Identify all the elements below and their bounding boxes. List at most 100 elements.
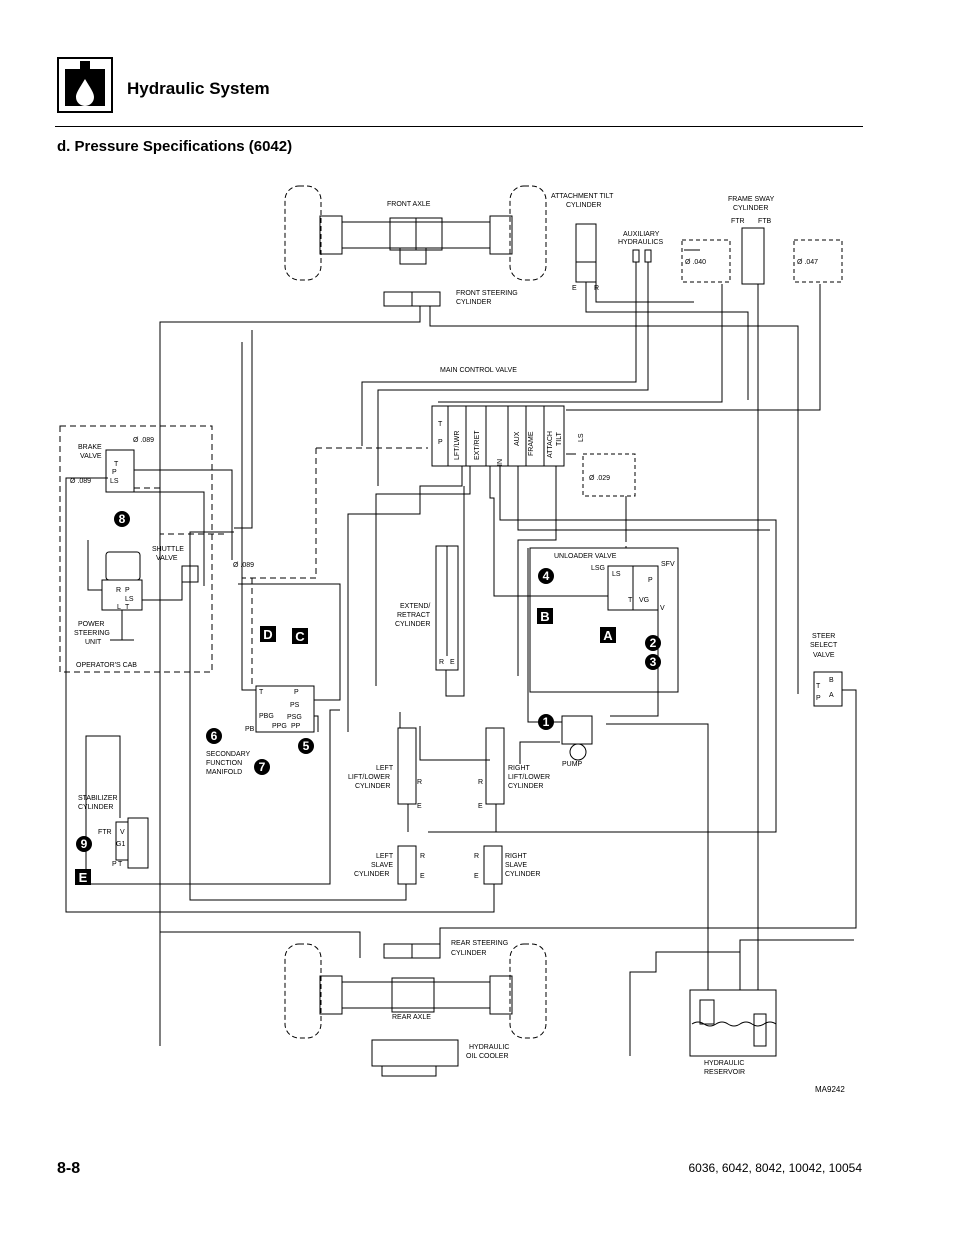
label-ss-b: B bbox=[829, 677, 834, 684]
label-uv-ls: LS bbox=[612, 571, 621, 578]
steering-wheel-column bbox=[105, 551, 141, 581]
label-mcv-in: IN bbox=[497, 459, 504, 466]
label-attachment-tilt-1: ATTACHMENT TILT bbox=[551, 193, 614, 200]
model-numbers: 6036, 6042, 8042, 10042, 10054 bbox=[688, 1161, 863, 1175]
label-ftb: FTB bbox=[758, 218, 772, 225]
label-ext-r: R bbox=[439, 659, 444, 666]
header-rule bbox=[55, 126, 863, 127]
label-orifice-089-c: Ø .089 bbox=[233, 562, 254, 569]
label-lsg: LSG bbox=[591, 565, 605, 572]
label-extend-3: CYLINDER bbox=[395, 621, 430, 628]
label-sfm-pbg: PBG bbox=[259, 713, 274, 720]
svg-text:B: B bbox=[540, 609, 549, 624]
rear-left-tire bbox=[284, 943, 322, 1039]
label-orifice-089-a: Ø .089 bbox=[133, 437, 154, 444]
label-stabilizer-2: CYLINDER bbox=[78, 804, 113, 811]
callout-4: 4 bbox=[538, 568, 554, 584]
label-frame-sway-2: CYLINDER bbox=[733, 205, 768, 212]
label-power-steering-2: STEERING bbox=[74, 630, 110, 637]
front-left-hub bbox=[319, 215, 343, 255]
label-power-steering-3: UNIT bbox=[85, 639, 102, 646]
label-auxiliary-2: HYDRAULICS bbox=[618, 239, 663, 246]
label-steer-select-1: STEER bbox=[812, 633, 835, 640]
label-bv-p: P bbox=[112, 469, 117, 476]
label-mcv-tilt: TILT bbox=[556, 431, 563, 446]
label-stab-p: P bbox=[112, 861, 117, 868]
label-sfm-t: T bbox=[259, 689, 264, 696]
unloader-valve-box bbox=[529, 547, 679, 693]
front-left-tire bbox=[284, 185, 322, 281]
svg-text:8: 8 bbox=[119, 512, 126, 526]
label-sfm-pb: PB bbox=[245, 726, 255, 733]
svg-text:2: 2 bbox=[650, 636, 657, 650]
frame-sway-lock-right bbox=[793, 239, 843, 283]
main-control-valve bbox=[431, 405, 565, 467]
rear-differential bbox=[391, 977, 435, 1013]
hydraulic-reservoir bbox=[689, 989, 777, 1057]
callout-2: 2 bbox=[645, 635, 661, 651]
aux-coupler-1 bbox=[632, 249, 640, 263]
operators-cab-boundary bbox=[59, 425, 213, 673]
label-slave-e-right: E bbox=[474, 873, 479, 880]
hydraulic-oil-cooler bbox=[371, 1039, 459, 1067]
label-lift-e-left: E bbox=[417, 803, 422, 810]
label-psu-p: P bbox=[125, 587, 130, 594]
brake-valve bbox=[105, 449, 135, 493]
callout-5: 5 bbox=[298, 738, 314, 754]
label-ss-p: P bbox=[816, 695, 821, 702]
label-left-slave-2: SLAVE bbox=[371, 862, 393, 869]
label-front-axle: FRONT AXLE bbox=[387, 201, 431, 208]
aux-coupler-2 bbox=[644, 249, 652, 263]
callout-7: 7 bbox=[254, 759, 270, 775]
label-sfm-ps: PS bbox=[290, 702, 300, 709]
label-slave-r-left: R bbox=[420, 853, 425, 860]
svg-text:5: 5 bbox=[303, 739, 310, 753]
label-left-lift-3: CYLINDER bbox=[355, 783, 390, 790]
label-main-control-valve: MAIN CONTROL VALVE bbox=[440, 367, 517, 374]
label-right-slave-2: SLAVE bbox=[505, 862, 527, 869]
callout-1: 1 bbox=[538, 714, 554, 730]
section-title: Hydraulic System bbox=[127, 79, 270, 98]
label-right-slave-1: RIGHT bbox=[505, 853, 528, 860]
label-stab-v: V bbox=[120, 829, 125, 836]
label-mcv-t: T bbox=[438, 421, 443, 428]
label-cooler-1: HYDRAULIC bbox=[469, 1044, 509, 1051]
label-rear-axle: REAR AXLE bbox=[392, 1014, 431, 1021]
label-psu-ls: LS bbox=[125, 596, 134, 603]
label-cooler-2: OIL COOLER bbox=[466, 1053, 509, 1060]
frame-sway-lock-left bbox=[681, 239, 731, 283]
label-sfm-pp: PP bbox=[291, 723, 301, 730]
label-uv-t: T bbox=[628, 597, 633, 604]
svg-text:7: 7 bbox=[259, 760, 266, 774]
label-rear-steering-2: CYLINDER bbox=[451, 950, 486, 957]
label-secondary-1: SECONDARY bbox=[206, 751, 251, 758]
left-slave-cylinder bbox=[397, 845, 417, 885]
frame-sway-cylinder bbox=[741, 227, 765, 285]
label-stab-g1: G1 bbox=[116, 841, 125, 848]
label-secondary-2: FUNCTION bbox=[206, 760, 242, 767]
svg-text:D: D bbox=[263, 627, 272, 642]
label-power-steering-1: POWER bbox=[78, 621, 104, 628]
steer-select-valve bbox=[813, 671, 843, 707]
label-reservoir-2: RESERVOIR bbox=[704, 1069, 745, 1076]
label-mcv-extret: EXT/RET bbox=[474, 430, 481, 460]
right-slave-cylinder bbox=[483, 845, 503, 885]
page-number: 8-8 bbox=[57, 1160, 81, 1177]
callout-8: 8 bbox=[114, 511, 130, 527]
label-unloader-valve: UNLOADER VALVE bbox=[554, 553, 617, 560]
label-sfv: SFV bbox=[661, 561, 675, 568]
label-mcv-aux: AUX bbox=[514, 431, 521, 446]
label-ss-t: T bbox=[816, 683, 821, 690]
stabilizer-cylinder bbox=[127, 817, 149, 869]
callout-3: 3 bbox=[645, 654, 661, 670]
rear-right-tire bbox=[509, 943, 547, 1039]
label-slave-e-left: E bbox=[420, 873, 425, 880]
label-steer-select-2: SELECT bbox=[810, 642, 838, 649]
pump-body bbox=[561, 715, 593, 745]
label-figure-id: MA9242 bbox=[815, 1085, 845, 1094]
svg-text:9: 9 bbox=[81, 837, 88, 851]
label-orifice-040: Ø .040 bbox=[685, 259, 706, 266]
label-frame-sway-1: FRAME SWAY bbox=[728, 196, 775, 203]
label-bv-t: T bbox=[114, 461, 119, 468]
